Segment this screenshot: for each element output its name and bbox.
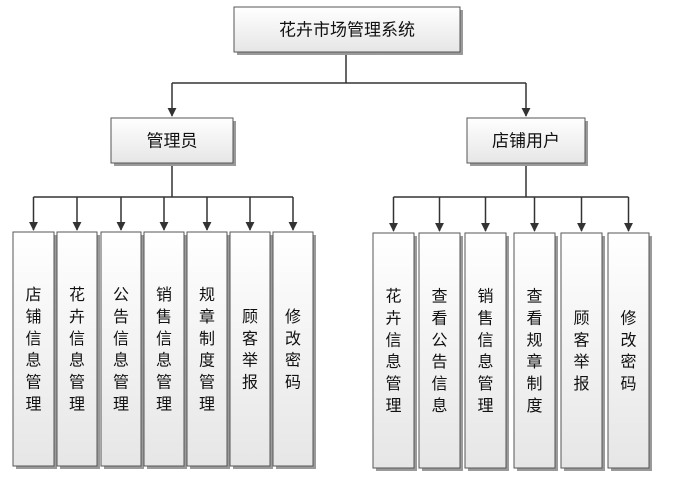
leaf-node-label-0-2: 公告信息管理 (113, 285, 129, 414)
leaf-node-label-0-5: 顾客举报 (242, 307, 258, 392)
leaf-node-box-1-2 (464, 232, 507, 469)
root-node-box (233, 6, 461, 53)
leaf-node-box-0-0 (12, 231, 55, 467)
leaf-node-label-1-0: 花卉信息管理 (385, 286, 401, 415)
leaf-node-label-1-5: 修改密码 (620, 308, 636, 393)
leaf-node-label-1-3: 查看规章制度 (526, 286, 542, 415)
leaf-node-label-0-6: 修改密码 (285, 307, 301, 392)
leaf-node-label-1-4: 顾客举报 (573, 308, 589, 393)
leaf-node-label-0-4: 规章制度管理 (199, 285, 215, 414)
leaf-node-label-0-0: 店铺信息管理 (25, 285, 41, 414)
leaf-node-box-1-0 (372, 232, 415, 469)
group-node-label-0: 管理员 (147, 132, 198, 152)
leaf-node-box-0-4 (186, 231, 228, 467)
leaf-node-box-0-6 (272, 231, 314, 467)
leaf-node-box-1-5 (607, 232, 650, 469)
group-node-box-1 (466, 117, 586, 164)
leaf-node-box-1-4 (560, 232, 603, 469)
leaf-node-box-0-3 (143, 231, 185, 467)
leaf-node-box-0-2 (100, 231, 142, 467)
leaf-node-box-0-1 (56, 231, 98, 467)
leaf-node-label-1-2: 销售信息管理 (477, 286, 493, 415)
leaf-node-label-0-3: 销售信息管理 (156, 285, 172, 414)
leaf-node-label-0-1: 花卉信息管理 (69, 285, 85, 414)
leaf-node-box-1-3 (513, 232, 556, 469)
leaf-node-label-1-1: 查看公告信息 (431, 286, 447, 415)
connector-lines (29, 52, 633, 232)
leaf-node-box-0-5 (229, 231, 271, 467)
group-node-label-1: 店铺用户 (492, 132, 560, 152)
group-node-box-0 (110, 117, 234, 164)
root-node-label: 花卉市场管理系统 (279, 21, 415, 41)
leaf-node-box-1-1 (418, 232, 461, 469)
